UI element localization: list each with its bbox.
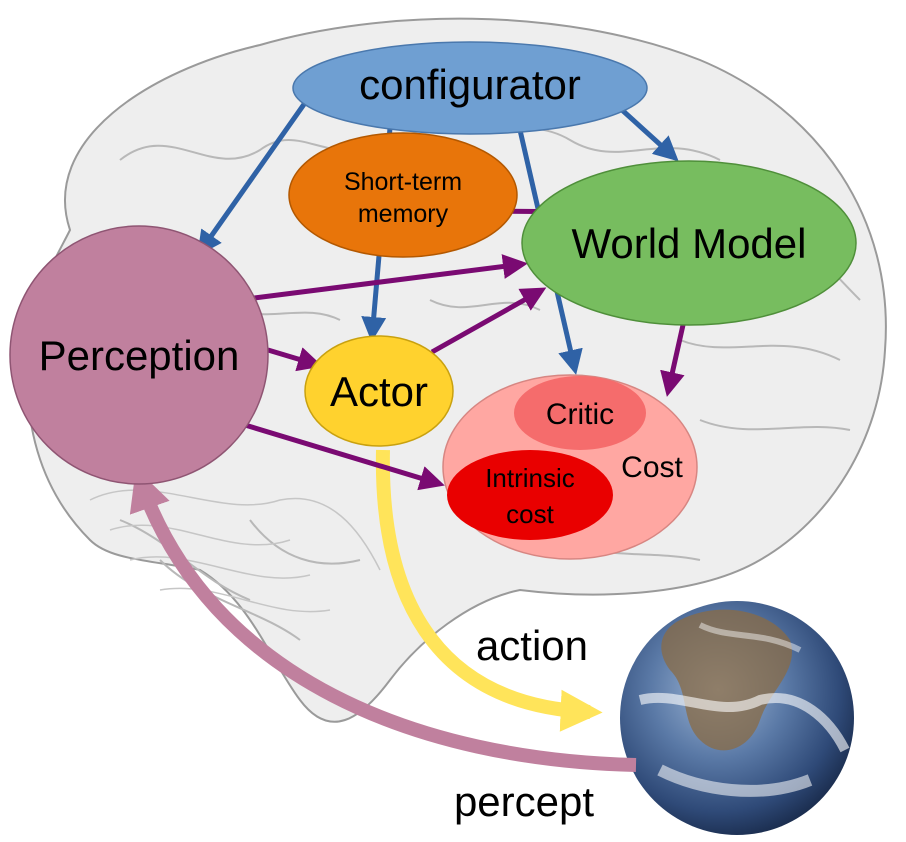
cost-label: Cost — [621, 451, 683, 484]
critic-label: Critic — [546, 398, 614, 431]
intrinsic-cost-label-line2: cost — [506, 499, 554, 529]
action-arrow — [375, 449, 603, 732]
intrinsic-cost-label-line1: Intrinsic — [485, 463, 575, 493]
perception-node: Perception — [9, 225, 269, 485]
actor-node: Actor — [304, 335, 454, 447]
percept-label: percept — [454, 778, 594, 825]
action-label: action — [476, 622, 588, 669]
world-model-node: World Model — [521, 160, 857, 326]
short-term-memory-node: Short-term memory — [288, 132, 518, 258]
perception-label: Perception — [39, 332, 240, 379]
configurator-label: configurator — [359, 61, 581, 108]
cost-node: Cost Critic Intrinsic cost — [442, 374, 698, 560]
short-term-memory-label-line1: Short-term — [344, 168, 462, 196]
actor-label: Actor — [330, 368, 428, 415]
short-term-memory-label-line2: memory — [358, 200, 449, 228]
percept-arrow — [129, 468, 637, 772]
earth-globe — [620, 601, 854, 835]
configurator-node: configurator — [292, 41, 648, 135]
world-model-label: World Model — [572, 220, 807, 267]
